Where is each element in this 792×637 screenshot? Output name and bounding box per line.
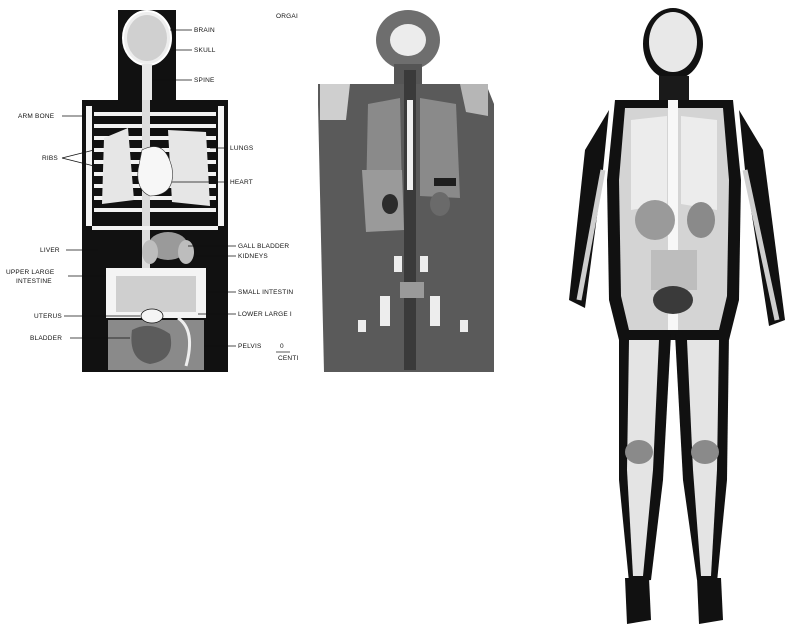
voxel-slice-panel — [310, 0, 502, 380]
label-gall-bladder: GALL BLADDER — [238, 243, 289, 250]
full-body-phantom-panel — [555, 0, 792, 637]
brain-texture — [127, 15, 167, 61]
voxel-kidney-right — [430, 192, 450, 216]
phantom-lung-left — [631, 116, 667, 210]
label-skull: SKULL — [194, 47, 216, 54]
label-upper-large-1: UPPER LARGE — [6, 269, 55, 276]
voxel-trachea — [407, 100, 413, 190]
label-kidneys: KIDNEYS — [238, 253, 268, 260]
voxel-bladder — [400, 282, 424, 298]
scale-zero: 0 — [280, 343, 284, 350]
label-pelvis: PELVIS — [238, 343, 262, 350]
lung-right — [168, 130, 210, 206]
phantom-foot-left — [625, 578, 651, 624]
label-uterus: UTERUS — [34, 313, 62, 320]
label-lower-large: LOWER LARGE I — [238, 311, 292, 318]
label-bladder: BLADDER — [30, 335, 62, 342]
label-small-intestine: SMALL INTESTIN — [238, 289, 293, 296]
kidney-right-shape — [178, 240, 194, 264]
phantom-arm-right — [739, 110, 785, 326]
scale-unit: CENTI — [278, 355, 299, 362]
phantom-arm-left — [569, 110, 609, 308]
label-heart: HEART — [230, 179, 253, 186]
diaphragm-bar — [92, 226, 218, 230]
spine-neck — [142, 64, 152, 104]
phantom-knee-left — [625, 440, 653, 464]
uterus-shape — [141, 309, 163, 323]
phantom-bladder — [653, 286, 693, 314]
phantom-knee-right — [691, 440, 719, 464]
arm-bone-right — [218, 106, 224, 226]
full-body-phantom-image — [555, 0, 792, 637]
phantom-foot-right — [697, 578, 723, 624]
label-arm-bone: ARM BONE — [18, 113, 55, 120]
label-upper-large-2: INTESTINE — [16, 278, 52, 285]
phantom-kidney-right — [687, 202, 715, 238]
label-ribs: RIBS — [42, 155, 58, 162]
small-intestine-shape — [116, 276, 196, 312]
voxel-shoulder-left — [320, 84, 350, 120]
header-fragment: ORGAI — [276, 13, 298, 20]
phantom-neck — [659, 76, 689, 102]
schematic-phantom-diagram: ORGAI BRAIN SKULL SPINE ARM BONE LUNGS R… — [0, 0, 305, 380]
label-liver: LIVER — [40, 247, 60, 254]
phantom-brain — [649, 12, 697, 72]
phantom-liver — [635, 200, 675, 240]
voxel-slice-image — [310, 0, 502, 380]
schematic-phantom-panel: ORGAI BRAIN SKULL SPINE ARM BONE LUNGS R… — [0, 0, 305, 380]
voxel-kidney-left — [382, 194, 398, 214]
kidney-left-shape — [142, 240, 158, 264]
label-brain: BRAIN — [194, 27, 215, 34]
phantom-intestines — [651, 250, 697, 290]
voxel-stomach — [434, 178, 456, 186]
arm-bone-left — [86, 106, 92, 226]
phantom-lung-right — [681, 116, 717, 210]
voxel-brain — [390, 24, 426, 56]
label-lungs: LUNGS — [230, 145, 254, 152]
label-spine: SPINE — [194, 77, 215, 84]
